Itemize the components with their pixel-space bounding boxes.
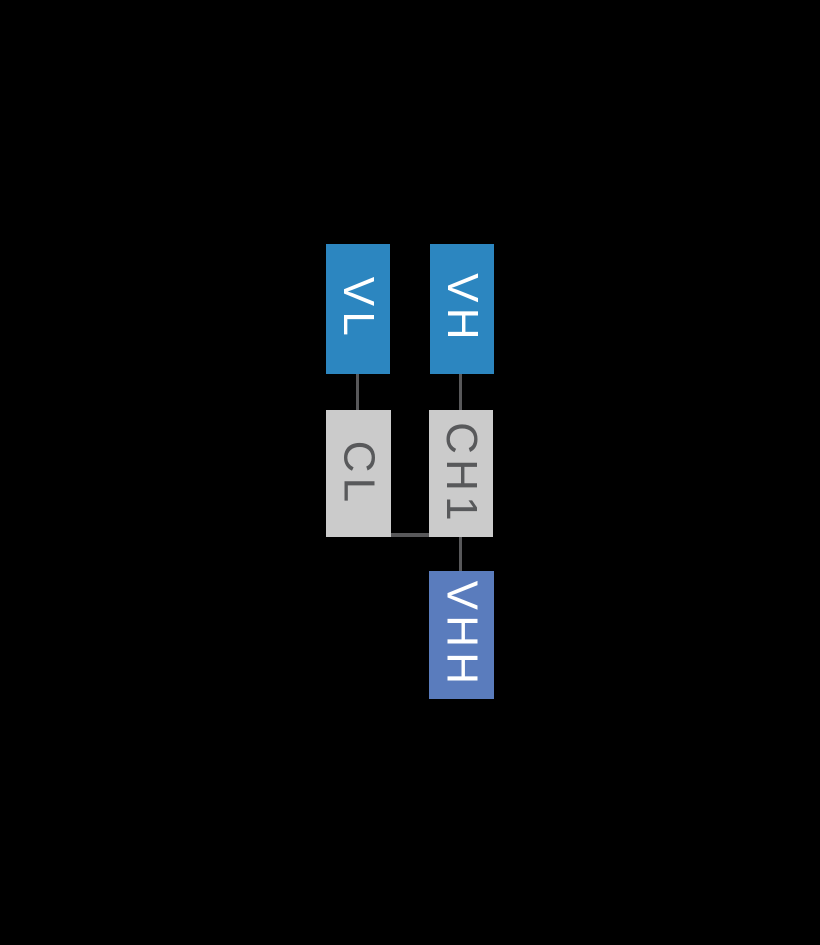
connector-ch1-to-vhh	[459, 537, 462, 571]
domain-box-ch1: CH1	[429, 410, 493, 537]
domain-label-vhh: VHH	[437, 580, 487, 690]
connector-cl-to-ch1	[391, 533, 429, 537]
domain-label-vl: VL	[334, 276, 384, 342]
connector-vl-to-cl	[356, 374, 359, 410]
domain-box-vh: VH	[430, 244, 494, 374]
domain-label-cl: CL	[334, 440, 384, 507]
connector-vh-to-ch1	[459, 374, 462, 410]
domain-label-vh: VH	[438, 273, 487, 345]
domain-box-vhh: VHH	[429, 571, 494, 699]
domain-box-vl: VL	[326, 244, 390, 374]
domain-box-cl: CL	[326, 410, 391, 537]
domain-label-ch1: CH1	[437, 421, 486, 526]
